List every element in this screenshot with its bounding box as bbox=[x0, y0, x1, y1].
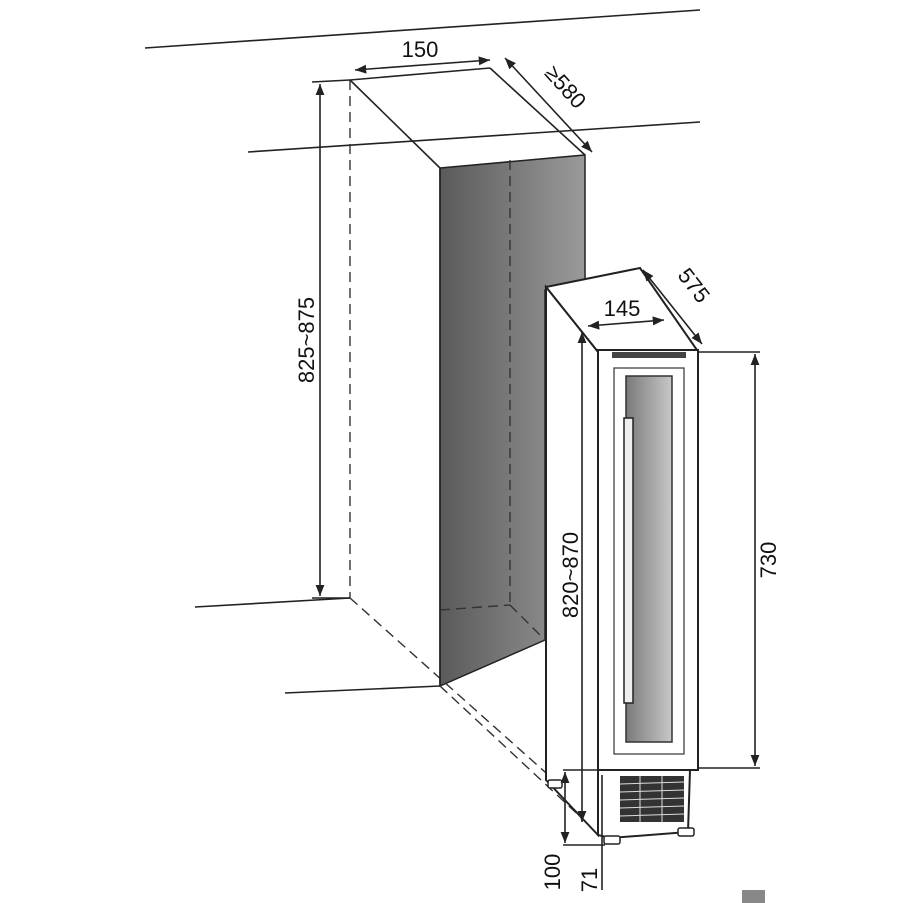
foot-height-label: 71 bbox=[577, 868, 602, 892]
base-height-label: 100 bbox=[540, 854, 565, 891]
niche-depth-label: ≥580 bbox=[540, 60, 591, 113]
foot bbox=[547, 779, 563, 789]
top-control-strip bbox=[612, 352, 686, 358]
door-handle bbox=[623, 417, 634, 704]
vent-grille bbox=[619, 776, 685, 822]
door-height-label: 730 bbox=[756, 542, 781, 579]
foot bbox=[677, 827, 695, 837]
appliance-height-label: 820~870 bbox=[558, 532, 583, 618]
niche-width-label: 150 bbox=[402, 37, 439, 62]
foot bbox=[603, 835, 621, 845]
corner-marker bbox=[742, 890, 765, 903]
appliance-width-label: 145 bbox=[604, 296, 641, 321]
appliance-depth-label: 575 bbox=[673, 263, 715, 307]
appliance-dimensions: 145 575 820~870 730 100 71 bbox=[540, 263, 781, 892]
niche-height-label: 825~875 bbox=[294, 297, 319, 383]
